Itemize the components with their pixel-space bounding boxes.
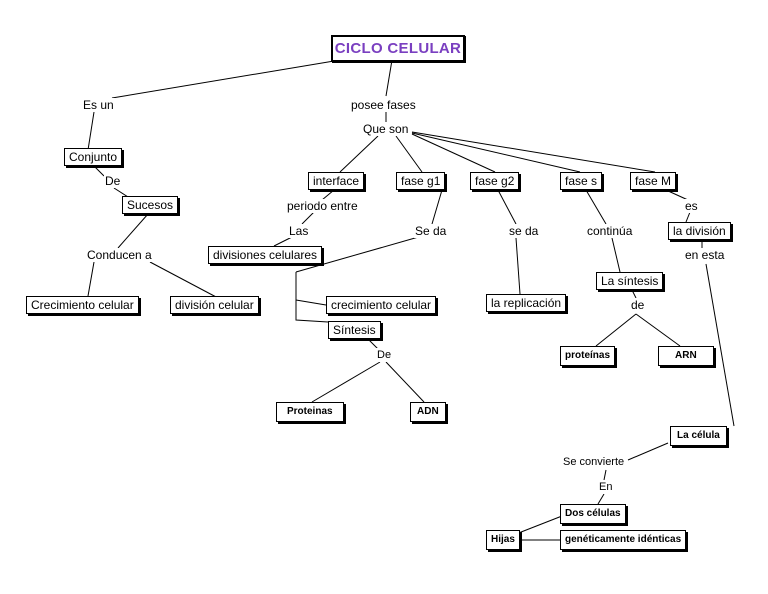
- label-en-esta: en esta: [684, 248, 726, 262]
- label-conducen-a: Conducen a: [86, 248, 153, 262]
- label-se-da-2: se da: [508, 224, 540, 238]
- node-interface: interface: [308, 172, 365, 190]
- label-que-son: Que son: [362, 122, 410, 136]
- node-fase-m: fase M: [630, 172, 677, 190]
- node-arn: ARN: [658, 346, 714, 366]
- node-divisiones-celulares: divisiones celulares: [208, 246, 323, 264]
- label-se-convierte: Se convierte: [562, 455, 626, 469]
- label-continua: continúa: [586, 224, 634, 238]
- node-crecimiento-celular-2: crecimiento celular: [326, 296, 437, 314]
- label-es: es: [684, 199, 699, 213]
- node-dos-celulas: Dos células: [560, 504, 626, 524]
- node-hijas: Hijas: [486, 530, 520, 550]
- node-la-celula: La célula: [670, 426, 727, 446]
- label-se-da-1: Se da: [414, 224, 448, 238]
- node-geneticamente-identicas: genéticamente idénticas: [560, 530, 687, 550]
- node-proteinas-2: proteínas: [560, 346, 616, 366]
- label-las: Las: [288, 224, 310, 238]
- node-sucesos: Sucesos: [122, 196, 179, 214]
- label-en: En: [598, 480, 614, 494]
- node-la-sintesis: La síntesis: [596, 272, 664, 290]
- node-division-celular: división celular: [170, 296, 259, 314]
- node-proteinas-1: Proteinas: [276, 402, 344, 422]
- label-de-1: De: [104, 174, 122, 188]
- node-fase-s: fase s: [560, 172, 603, 190]
- node-adn: ADN: [410, 402, 446, 422]
- node-la-replicacion: la replicación: [486, 294, 567, 312]
- label-es-un: Es un: [82, 98, 115, 112]
- node-conjunto: Conjunto: [64, 148, 123, 166]
- label-posee-fases: posee fases: [350, 98, 417, 112]
- node-fase-g2: fase g2: [470, 172, 520, 190]
- node-sintesis: Síntesis: [328, 321, 381, 339]
- node-la-division: la división: [668, 222, 731, 240]
- label-de-2: De: [376, 348, 393, 362]
- node-crecimiento-celular-1: Crecimiento celular: [26, 296, 139, 314]
- node-fase-g1: fase g1: [396, 172, 446, 190]
- diagram-title: CICLO CELULAR: [331, 35, 465, 62]
- label-periodo-entre: periodo entre: [286, 199, 359, 213]
- label-de-3: de: [630, 298, 646, 312]
